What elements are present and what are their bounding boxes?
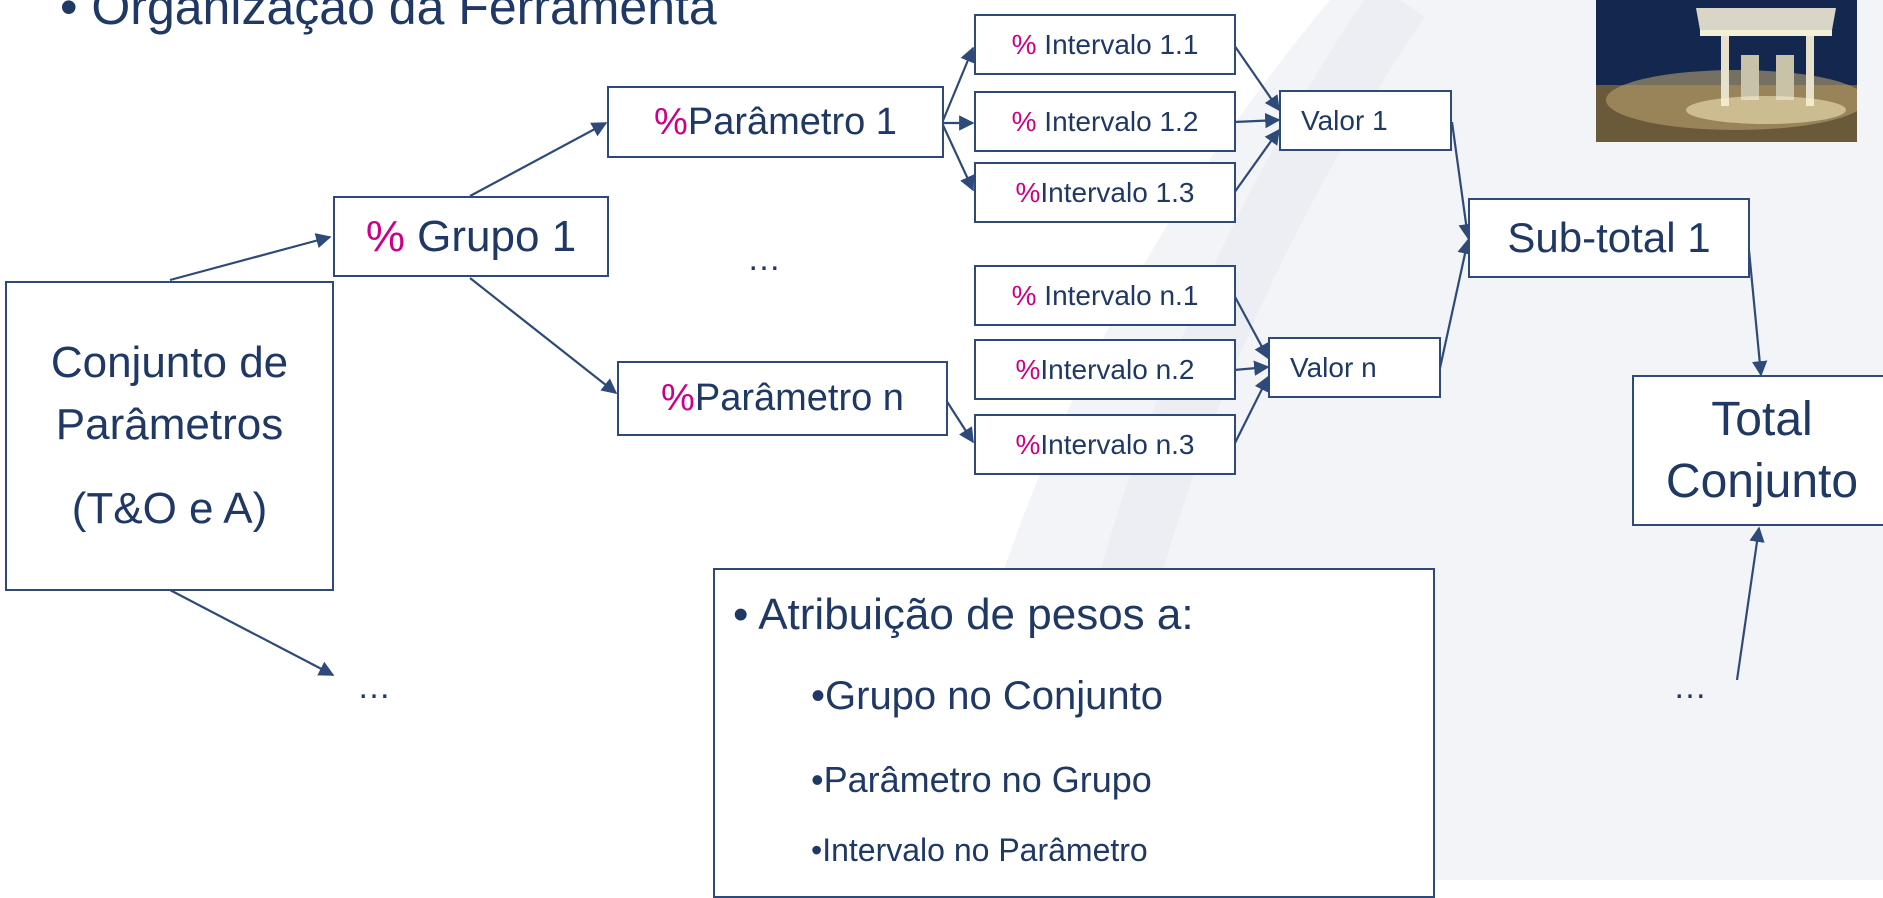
weights-item-grupo: •Grupo no Conjunto [811,674,1164,718]
parametro-n-pct: % [661,377,695,419]
arrow-intn2-valorn [1233,360,1270,376]
grupo-box: % Grupo 1 [333,196,609,277]
parametro-1-label: Parâmetro 1 [687,100,897,143]
arrow-param1-int11 [940,46,975,124]
total-line1: Total [1711,392,1813,446]
subtotal-box: Sub-total 1 [1468,198,1750,278]
arrow-ellipsis-total [1735,526,1765,681]
gas-station-photo [1596,0,1857,142]
total-box: Total Conjunto [1632,375,1883,526]
intervalo-n-1-label: Intervalo n.1 [1036,279,1199,311]
total-line2: Conjunto [1665,454,1859,508]
conjunto-box: Conjunto de Parâmetros (T&O e A) [5,281,334,591]
intervalo-n-3-label: Intervalo n.3 [1040,428,1195,460]
arrow-grupo-param1 [469,122,608,197]
valor-box-1: Valor 1 [1279,90,1452,151]
weights-item-parametro: •Parâmetro no Grupo [811,759,1152,800]
parametro-box-1: %Parâmetro 1 [607,86,944,158]
intervalo-1-3-pct: % [1015,176,1041,208]
intervalo-1-1-pct: % [1011,28,1037,60]
arrow-conjunto-grupo [169,233,332,282]
arrow-paramn-intn3 [945,399,974,444]
valor-n-label: Valor n [1290,351,1377,383]
parametro-1-pct: % [654,100,688,143]
intervalo-box-1-1: % Intervalo 1.1 [974,14,1236,75]
intervalo-box-1-3: %Intervalo 1.3 [974,162,1236,223]
arrow-int12-valor1 [1233,112,1281,129]
intervalo-box-1-2: % Intervalo 1.2 [974,91,1236,152]
weights-item-intervalo: •Intervalo no Parâmetro [811,832,1148,868]
weights-box: • Atribuição de pesos a: •Grupo no Conju… [713,568,1435,898]
intervalo-n-3-pct: % [1015,428,1041,460]
connector-arrows [169,44,1768,681]
intervalo-box-n-3: %Intervalo n.3 [974,414,1236,475]
ellipsis-bottom-right: … [1673,668,1707,706]
conjunto-line3: (T&O e A) [71,484,268,533]
arrow-int13-valor1 [1233,128,1280,194]
arrow-valorn-subtotal [1438,238,1473,369]
parametro-box-n: %Parâmetro n [617,361,948,436]
grupo-pct: % [365,211,405,261]
arrow-intn3-valorn [1233,375,1269,446]
intervalo-n-2-label: Intervalo n.2 [1040,353,1195,385]
ellipsis-bottom-left: … [357,668,391,706]
page-title: • Organização da Ferramenta [60,0,717,35]
arrow-intn1-valorn [1233,294,1269,360]
intervalo-1-2-pct: % [1011,105,1037,137]
conjunto-line1: Conjunto de [50,338,289,387]
valor-box-n: Valor n [1268,337,1441,398]
grupo-label: Grupo 1 [404,211,577,261]
intervalo-box-n-2: %Intervalo n.2 [974,339,1236,400]
arrow-conjunto-ellipsis [169,589,335,676]
intervalo-n-1-pct: % [1011,279,1037,311]
conjunto-line2: Parâmetros [55,400,284,449]
subtotal-label: Sub-total 1 [1507,214,1711,261]
intervalo-1-2-label: Intervalo 1.2 [1036,105,1199,137]
intervalo-1-1-label: Intervalo 1.1 [1036,28,1199,60]
parametro-n-label: Parâmetro n [694,377,904,419]
arrow-subtotal-total [1746,239,1768,377]
valor-1-label: Valor 1 [1301,104,1388,136]
arrow-param1-int13 [941,122,975,192]
arrow-valor1-subtotal [1450,121,1474,240]
intervalo-n-2-pct: % [1015,353,1041,385]
arrow-int11-valor1 [1233,44,1280,112]
ellipsis-middle: … [747,240,781,278]
intervalo-1-3-label: Intervalo 1.3 [1040,176,1195,208]
weights-heading: • Atribuição de pesos a: [733,590,1194,639]
intervalo-box-n-1: % Intervalo n.1 [974,265,1236,326]
arrow-grupo-paramn [469,277,618,394]
